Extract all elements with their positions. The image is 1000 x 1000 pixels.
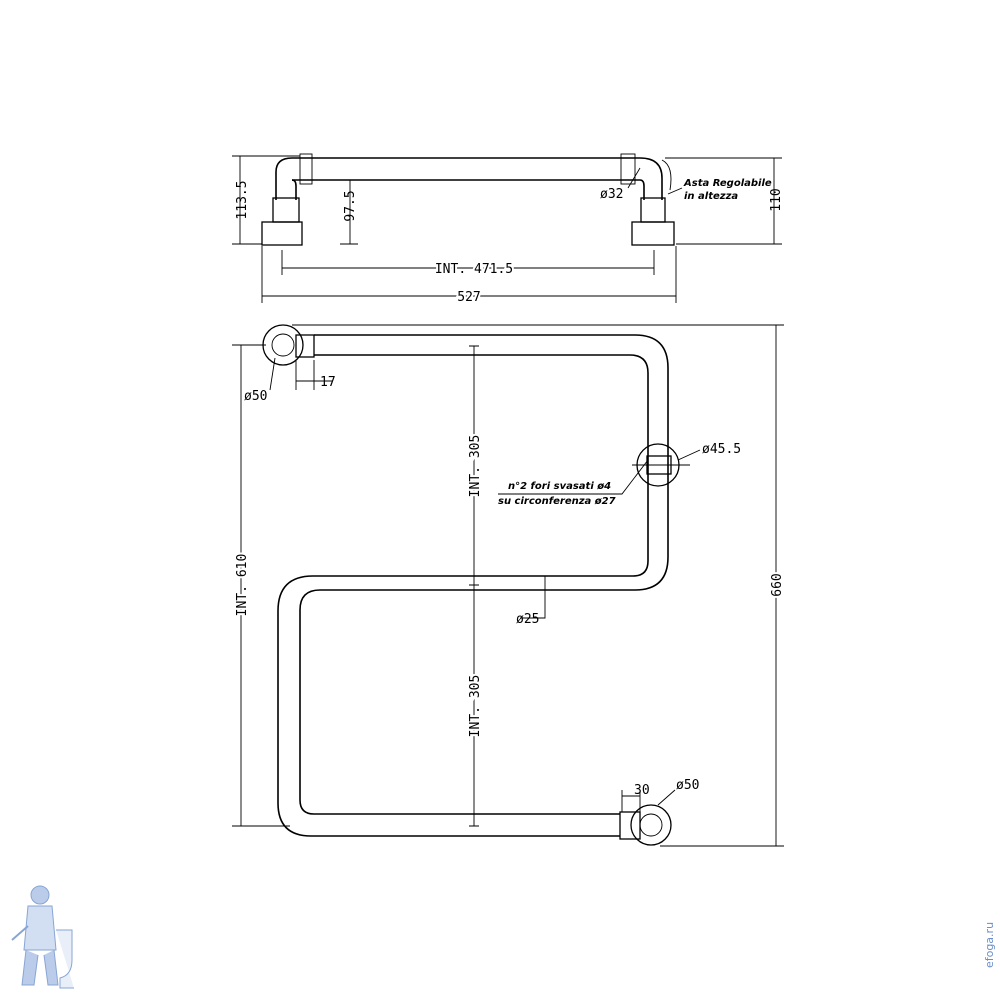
label-int-width: INT. 471.5 [435, 262, 513, 277]
watermark-side-text: efoga.ru [983, 922, 996, 968]
label-25: ø25 [516, 612, 539, 627]
top-bar [292, 157, 640, 181]
label-30: 30 [634, 783, 650, 798]
note-line-2: in altezza [684, 191, 738, 202]
dim-int-lower [469, 585, 479, 827]
dim-line-int [281, 250, 655, 275]
dim-30 [621, 790, 641, 812]
bottom-sleeve [619, 811, 641, 840]
leader-note [667, 187, 683, 195]
top-right-collar [640, 197, 666, 223]
label-110: 110 [769, 188, 784, 211]
bottom-flange-inner [639, 813, 663, 837]
top-left-collar [272, 197, 300, 223]
label-int-610: INT. 610 [235, 554, 250, 617]
label-45: ø45.5 [702, 442, 741, 457]
label-50-bottom: ø50 [676, 778, 699, 793]
top-view: 113.5 97.5 110 ø32 Asta Regolabile in al… [232, 153, 784, 307]
hole-note-2: su circonferenza ø27 [498, 496, 616, 507]
top-left-elbow [275, 157, 297, 200]
top-right-elbow [639, 157, 663, 200]
top-left-base [261, 221, 303, 246]
dim-line-97 [340, 180, 358, 245]
tube-inner [277, 354, 649, 837]
dim-17 [295, 360, 332, 390]
label-int-upper: INT. 305 [468, 435, 483, 498]
leader-50-top [269, 357, 276, 391]
leader-holes [498, 459, 649, 495]
label-total-width: 527 [457, 290, 480, 305]
label-50-top: ø50 [244, 389, 267, 404]
label-17: 17 [320, 375, 336, 390]
plumber-with-toilet-icon [11, 885, 74, 989]
top-flange-inner [271, 333, 295, 357]
label-int-lower: INT. 305 [468, 675, 483, 738]
dim-660 [292, 324, 784, 847]
top-right-clamp [620, 153, 636, 185]
leader-50-bottom [657, 789, 676, 806]
leader-32 [627, 167, 641, 189]
top-right-base [631, 221, 675, 246]
dim-line-total [261, 246, 677, 303]
front-view: ø50 17 INT. 305 INT. 305 INT. 610 660 ø4… [232, 324, 787, 847]
leader-45 [677, 449, 701, 461]
label-97: 97.5 [343, 190, 358, 221]
dim-line-110 [665, 157, 782, 245]
hole-note-1: n°2 fori svasati ø4 [508, 481, 611, 492]
bottom-flange [630, 804, 672, 846]
top-sleeve [295, 334, 315, 358]
top-right-adjust-rod [661, 159, 672, 191]
dim-int-610 [232, 344, 290, 827]
label-113: 113.5 [235, 180, 250, 219]
leader-25 [520, 576, 546, 619]
top-left-clamp [299, 153, 313, 185]
top-flange [262, 324, 304, 366]
note-line-1: Asta Regolabile [683, 178, 772, 189]
label-660: 660 [770, 573, 785, 596]
dim-line-113 [232, 155, 300, 245]
tube-outer [299, 334, 669, 815]
label-32: ø32 [600, 187, 623, 202]
